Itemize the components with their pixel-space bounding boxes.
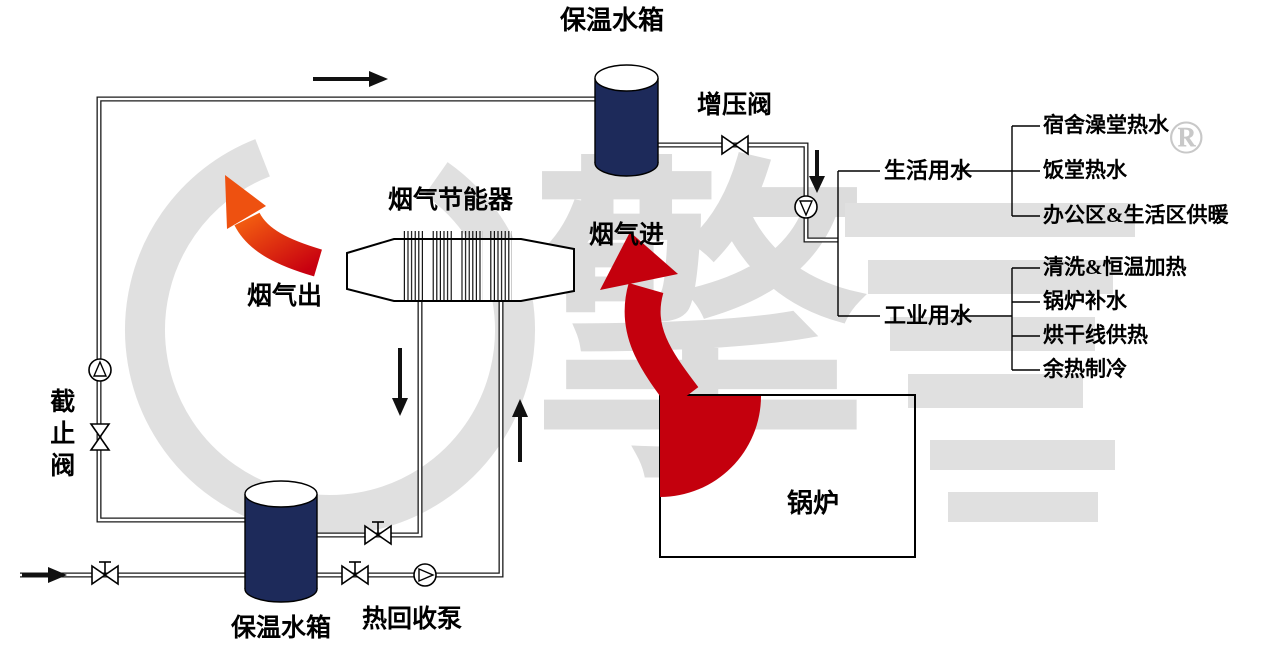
pipes bbox=[20, 96, 838, 578]
flow-arrows bbox=[22, 71, 825, 583]
bottom-tank bbox=[244, 480, 318, 603]
economizer-label: 烟气节能器 bbox=[388, 187, 514, 214]
registered-trademark-icon: ® bbox=[1168, 111, 1204, 164]
recovery-pump-icon bbox=[413, 563, 437, 587]
domestic-item-dorm-bath: 宿舍澡堂热水 bbox=[1043, 113, 1169, 137]
circulation-pump-icon bbox=[88, 358, 112, 382]
flow-arrow-bottom-left-icon bbox=[22, 567, 67, 583]
bottom-tank-label: 保温水箱 bbox=[231, 615, 332, 642]
flue-out-label: 烟气出 bbox=[247, 283, 323, 310]
top-tank-label: 保温水箱 bbox=[560, 6, 665, 35]
industrial-item-cleaning: 清洗&恒温加热 bbox=[1043, 255, 1187, 279]
flow-arrow-right-down-icon bbox=[809, 150, 825, 193]
economizer bbox=[346, 231, 575, 302]
domestic-item-office-heating: 办公区&生活区供暖 bbox=[1043, 203, 1229, 227]
watermark-swoosh bbox=[125, 125, 535, 535]
boiler bbox=[659, 394, 916, 558]
flue-in-arrow bbox=[600, 232, 699, 409]
boost-pump-icon bbox=[794, 195, 818, 219]
boost-valve-icon bbox=[721, 134, 749, 156]
tank-outlet-valve-icon bbox=[341, 561, 369, 586]
boiler-flame bbox=[660, 396, 761, 497]
industrial-water-label: 工业用水 bbox=[884, 303, 973, 328]
flue-in-label: 烟气进 bbox=[589, 222, 665, 249]
stop-valve-label: 截止阀 bbox=[46, 388, 74, 484]
distribution-tree bbox=[837, 125, 1040, 371]
return-valve-icon bbox=[364, 521, 392, 546]
flow-arrow-mid-up-icon bbox=[512, 399, 528, 462]
boost-valve-label: 增压阀 bbox=[697, 92, 773, 119]
boiler-label: 锅炉 bbox=[787, 489, 840, 518]
domestic-water-label: 生活用水 bbox=[884, 158, 973, 183]
top-tank bbox=[594, 64, 659, 177]
flue-out-arrow bbox=[225, 175, 323, 277]
flow-arrow-mid-down-icon bbox=[392, 348, 408, 416]
industrial-item-drying-line: 烘干线供热 bbox=[1043, 323, 1148, 347]
recovery-pump-label: 热回收泵 bbox=[362, 606, 463, 633]
industrial-item-makeup-water: 锅炉补水 bbox=[1043, 289, 1127, 313]
industrial-item-waste-heat-cooling: 余热制冷 bbox=[1043, 357, 1127, 381]
domestic-item-canteen: 饭堂热水 bbox=[1043, 158, 1127, 182]
flow-arrow-top-icon bbox=[313, 71, 388, 87]
inlet-valve-icon bbox=[91, 561, 119, 586]
stop-valve-icon bbox=[89, 423, 111, 451]
watermark-bars bbox=[845, 203, 1135, 522]
